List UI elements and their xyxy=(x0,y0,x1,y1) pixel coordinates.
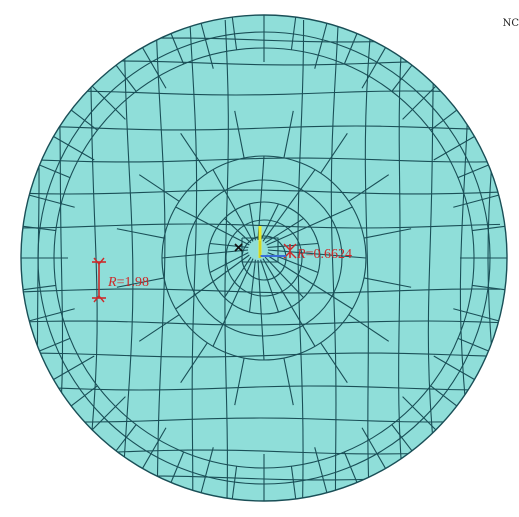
mesh-spoke xyxy=(23,225,56,232)
mesh-inner-spoke xyxy=(266,206,353,246)
mesh-grid-line xyxy=(21,125,501,131)
mesh-grid-line xyxy=(189,19,198,501)
mesh-spoke xyxy=(391,64,413,92)
mesh-transition-spoke xyxy=(180,342,208,384)
mesh-transition-spoke xyxy=(363,277,412,288)
mesh-spoke xyxy=(290,17,297,50)
mesh-spoke xyxy=(200,447,214,493)
mesh-spoke xyxy=(457,337,489,352)
mesh-grid-line xyxy=(21,417,501,423)
mesh-spoke xyxy=(29,194,75,208)
mesh-grid-line xyxy=(21,90,501,96)
mesh-inner-spoke xyxy=(264,217,304,244)
mesh-spoke xyxy=(453,194,499,208)
mesh-transition-spoke xyxy=(180,132,208,174)
mesh-grid-line xyxy=(21,223,501,229)
mesh-spoke xyxy=(314,23,328,69)
mesh-spoke xyxy=(39,164,71,179)
mesh-grid-line xyxy=(224,19,229,501)
mesh-grid-line xyxy=(398,19,405,501)
mesh-transition-spoke xyxy=(320,342,348,384)
mesh-inner-spoke xyxy=(267,249,367,259)
mesh-spoke xyxy=(23,284,56,291)
mesh-inner-spoke xyxy=(262,169,316,242)
mesh-inner-spoke xyxy=(262,258,316,347)
mesh-spoke xyxy=(53,355,95,380)
mesh-inner-spoke xyxy=(223,256,252,298)
mesh-transition-spoke xyxy=(283,110,294,159)
mesh-grid-line xyxy=(297,19,305,501)
mesh-inner-spoke xyxy=(264,256,304,298)
mesh-transition-spoke xyxy=(320,132,348,174)
mesh-grid-line xyxy=(427,19,440,501)
mesh-transition-spoke xyxy=(348,174,390,202)
mesh-transition-spoke xyxy=(138,174,180,202)
mesh-spoke xyxy=(142,47,167,89)
origin-cross-icon xyxy=(234,243,243,252)
mesh-inner-spoke xyxy=(260,203,279,241)
axis-triad-icon xyxy=(258,226,286,258)
mesh-grid-line xyxy=(21,352,501,358)
mesh-spoke xyxy=(91,396,126,431)
mesh-spoke xyxy=(231,466,238,499)
mesh-inner-ring xyxy=(225,219,303,297)
mesh-grid-line xyxy=(21,189,501,195)
inner-radius-label: R=0.6624 xyxy=(296,247,352,262)
mesh-spoke xyxy=(200,23,214,69)
mesh-transition-spoke xyxy=(116,277,165,288)
mesh-grid-line xyxy=(364,19,372,501)
mesh-spoke xyxy=(433,136,475,161)
mesh-inner-spoke xyxy=(212,258,254,347)
outer-radius-label: R=1.98 xyxy=(107,275,149,290)
mesh-spoke xyxy=(39,337,71,352)
mesh-spoke xyxy=(70,109,98,131)
mesh-inner-spoke xyxy=(257,259,265,361)
mesh-grid-line xyxy=(21,385,501,391)
mesh-spoke xyxy=(343,451,358,483)
outer-radius-dimension: R=1.98 xyxy=(92,257,149,303)
mesh-spoke xyxy=(170,451,185,483)
mesh-spoke xyxy=(457,164,489,179)
mesh-spoke xyxy=(361,47,386,89)
mesh-inner-spoke xyxy=(175,206,250,246)
mesh-inner-spoke xyxy=(248,203,256,241)
mesh-transition-spoke xyxy=(283,357,294,406)
mesh-spoke xyxy=(391,424,413,452)
mesh-inner-spoke xyxy=(175,254,250,310)
mesh-transition-spoke xyxy=(363,228,412,239)
mesh-transition-spoke xyxy=(138,314,180,342)
mesh-spoke xyxy=(115,64,137,92)
mesh-spoke xyxy=(231,17,238,50)
mesh-transition-spoke xyxy=(234,110,245,159)
mesh-element-edges xyxy=(21,15,507,501)
mesh-transition-spoke xyxy=(348,314,390,342)
mesh-spoke xyxy=(290,466,297,499)
mesh-inner-spoke xyxy=(161,249,249,259)
mesh-spoke xyxy=(142,427,167,469)
mesh-grid-line xyxy=(121,19,134,501)
mesh-center-cell xyxy=(241,237,279,263)
mesh-spoke xyxy=(29,308,75,322)
corner-label: NC xyxy=(502,18,519,29)
mesh-spoke xyxy=(343,33,358,65)
mesh-spoke xyxy=(314,447,328,493)
mesh-inner-spoke xyxy=(267,242,319,248)
mesh-inner-spoke xyxy=(266,254,353,310)
mesh-spoke xyxy=(433,355,475,380)
mesh-spoke xyxy=(361,427,386,469)
mesh-transition-spoke xyxy=(234,357,245,406)
mesh-inner-spoke xyxy=(260,259,280,313)
mesh-inner-ring xyxy=(185,179,343,337)
mesh-inner-spoke xyxy=(224,217,252,244)
mesh-grid-line xyxy=(21,157,501,163)
mesh-inner-ring xyxy=(207,201,321,315)
mesh-inner-spoke xyxy=(248,259,256,313)
mesh-spoke xyxy=(402,396,437,431)
mesh-inner-spoke xyxy=(212,169,254,242)
mesh-transition-spoke xyxy=(116,228,165,239)
mesh-grid-line xyxy=(21,320,501,326)
mesh-spoke xyxy=(430,109,458,131)
